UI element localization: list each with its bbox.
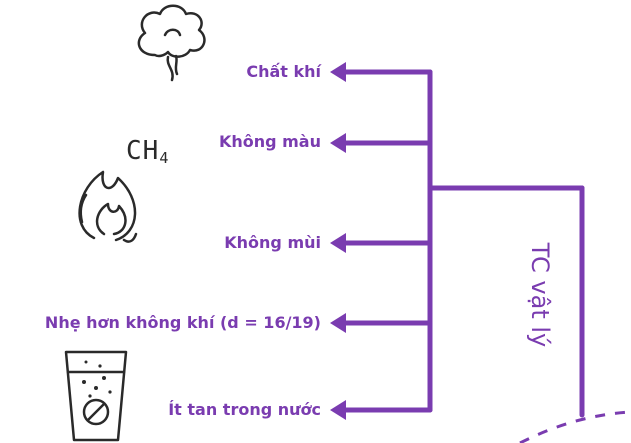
arrowhead-it-tan — [330, 400, 346, 420]
glass-of-water-icon — [64, 350, 128, 442]
property-label: Không màu — [218, 132, 321, 151]
formula-main: CH — [126, 136, 160, 166]
branch-title: TC vật lý — [526, 242, 554, 348]
property-label: Chất khí — [246, 62, 321, 81]
arrowhead-nhe-hon — [330, 313, 346, 333]
property-label: Không mùi — [224, 233, 321, 252]
arrowhead-khong-mui — [330, 233, 346, 253]
formula-subscript: 4 — [159, 149, 170, 167]
arrowhead-chat-khi — [330, 62, 346, 82]
dashed-circle-arc — [519, 410, 631, 443]
arrowhead-khong-mau — [330, 133, 346, 153]
smoke-icon — [137, 4, 206, 82]
property-label: Ít tan trong nước — [168, 400, 321, 419]
flame-icon — [78, 170, 138, 243]
methane-formula: CH4 — [126, 136, 169, 167]
property-label: Nhẹ hơn không khí (d = 16/19) — [44, 313, 321, 332]
bubbles — [82, 360, 112, 398]
